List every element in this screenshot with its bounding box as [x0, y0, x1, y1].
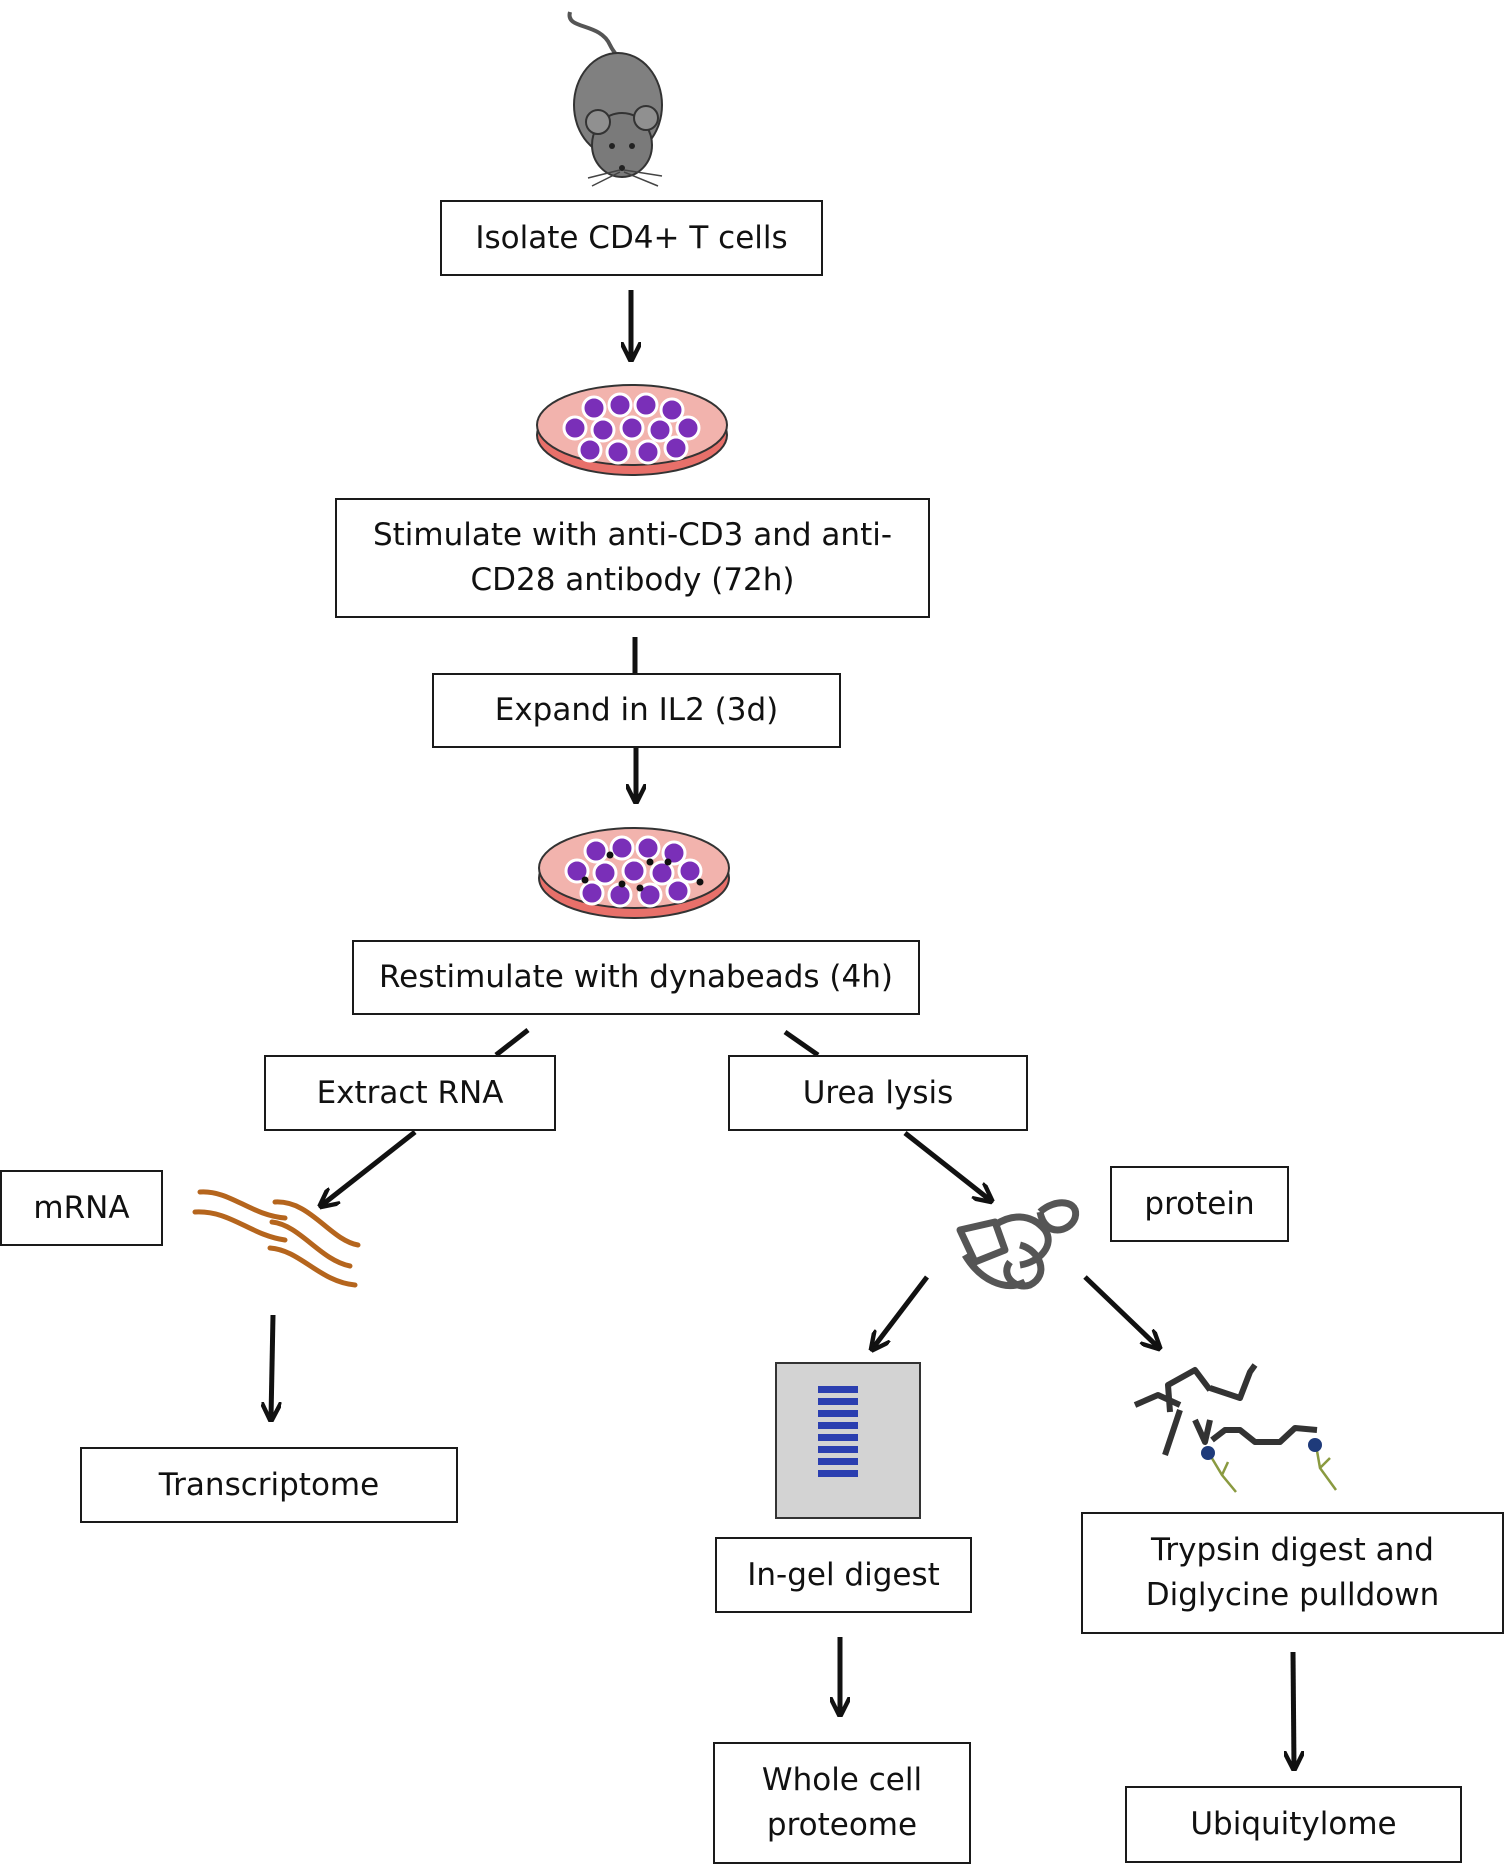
arrow-rna-to-mrna: [322, 1130, 417, 1205]
arrow-mrna-to-transcriptome: [271, 1314, 273, 1418]
protein-tangle-icon: [956, 1199, 1080, 1290]
arrow-protein-to-gel: [873, 1275, 929, 1348]
ubiquitinated-peptides-icon: [1133, 1363, 1338, 1493]
arrow-protein-to-ub: [1083, 1275, 1158, 1347]
ubiquitylome-label: Ubiquitylome: [1190, 1806, 1397, 1843]
isolate-label: Isolate CD4+ T cells: [475, 219, 788, 256]
whole-cell-proteome-box: Whole cell proteome: [713, 1742, 971, 1864]
ubiquitylome-box: Ubiquitylome: [1125, 1786, 1462, 1863]
connector-to-extract-rna: [494, 1028, 530, 1057]
restimulate-label: Restimulate with dynabeads (4h): [379, 959, 893, 996]
isolate-box: Isolate CD4+ T cells: [440, 200, 823, 276]
arrow-urea-to-protein: [903, 1131, 990, 1200]
expand-label: Expand in IL2 (3d): [494, 692, 779, 729]
mrna-strands-icon: [192, 1189, 361, 1288]
transcriptome-box: Transcriptome: [80, 1447, 458, 1523]
petri-dish-dynabeads-icon: [538, 827, 730, 919]
mrna-label: mRNA: [33, 1189, 130, 1226]
urea-lysis-box: Urea lysis: [728, 1055, 1028, 1131]
restimulate-box: Restimulate with dynabeads (4h): [352, 940, 920, 1015]
stimulate-label-line1: Stimulate with anti-CD3 and anti-: [372, 517, 893, 554]
stimulate-box: Stimulate with anti-CD3 and anti- CD28 a…: [335, 498, 930, 618]
mouse-icon: [567, 11, 663, 187]
expand-box: Expand in IL2 (3d): [432, 673, 841, 748]
mrna-box: mRNA: [0, 1170, 163, 1246]
trypsin-box: Trypsin digest and Diglycine pulldown: [1081, 1512, 1504, 1634]
trypsin-label-line2: Diglycine pulldown: [1145, 1577, 1440, 1613]
transcriptome-label: Transcriptome: [158, 1466, 380, 1503]
stimulate-label-line2: CD28 antibody (72h): [470, 562, 795, 598]
in-gel-digest-label: In-gel digest: [747, 1556, 940, 1593]
whole-cell-label-line1: Whole cell: [761, 1762, 923, 1799]
connector-to-urea-lysis: [783, 1029, 820, 1058]
trypsin-label-line1: Trypsin digest and: [1151, 1532, 1434, 1569]
extract-rna-box: Extract RNA: [264, 1055, 556, 1131]
petri-dish-cells-icon: [536, 384, 728, 476]
whole-cell-label-line2: proteome: [766, 1807, 918, 1843]
gel-lanes-icon: [775, 1362, 921, 1519]
protein-label: protein: [1144, 1185, 1255, 1222]
urea-lysis-label: Urea lysis: [802, 1074, 954, 1111]
protein-box: protein: [1110, 1166, 1289, 1242]
extract-rna-label: Extract RNA: [316, 1074, 504, 1111]
arrow-trypsin-to-ubiquitylome: [1293, 1651, 1294, 1767]
in-gel-digest-box: In-gel digest: [715, 1537, 972, 1613]
